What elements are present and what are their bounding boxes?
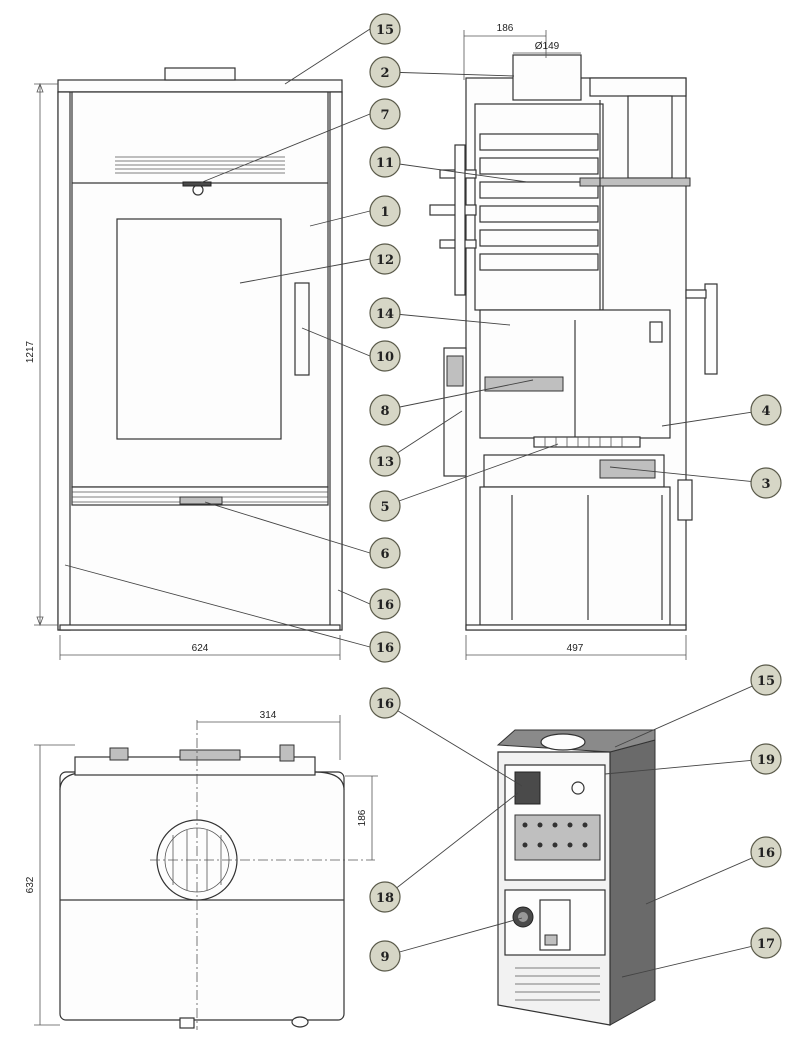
top-view: 314 186 632 xyxy=(25,710,378,1030)
svg-text:14: 14 xyxy=(376,307,394,322)
svg-text:4: 4 xyxy=(761,404,770,419)
grate xyxy=(533,436,641,448)
side-flue xyxy=(512,54,582,101)
callout-11: 11 xyxy=(369,146,401,178)
front-flue-stub xyxy=(164,67,236,81)
svg-text:7: 7 xyxy=(380,108,389,123)
callout-2: 2 xyxy=(369,56,401,88)
svg-text:13: 13 xyxy=(376,455,394,470)
callout-18: 18 xyxy=(369,881,401,913)
callout-10: 10 xyxy=(369,340,401,372)
front-top-cap xyxy=(57,79,343,93)
side-section-view: 497 186 Ø149 xyxy=(429,23,718,660)
dimension-top-offset-y: 186 xyxy=(357,809,368,826)
heat-exchanger-tubes xyxy=(479,133,599,271)
dimension-top-depth: 632 xyxy=(25,876,36,893)
front-view: 1217 624 xyxy=(25,67,343,660)
callout-16-rear: 16 xyxy=(369,687,401,719)
callout-16-front-right: 16 xyxy=(369,588,401,620)
svg-text:5: 5 xyxy=(380,500,389,515)
callout-17: 17 xyxy=(750,927,782,959)
dimension-height: 1217 xyxy=(25,340,36,363)
door-handle xyxy=(294,282,310,376)
front-side-right xyxy=(329,91,343,631)
callout-13: 13 xyxy=(369,445,401,477)
front-top-grill xyxy=(115,156,285,174)
baffle-plate xyxy=(484,376,564,392)
svg-text:8: 8 xyxy=(380,404,389,419)
svg-text:1: 1 xyxy=(380,205,389,220)
callout-14: 14 xyxy=(369,297,401,329)
svg-text:16: 16 xyxy=(757,846,775,861)
callout-16-rear-side: 16 xyxy=(750,836,782,868)
callout-8: 8 xyxy=(369,394,401,426)
svg-text:2: 2 xyxy=(380,66,389,81)
callout-15-rear: 15 xyxy=(750,664,782,696)
svg-text:15: 15 xyxy=(376,23,394,38)
leader-lines xyxy=(64,28,767,978)
svg-text:10: 10 xyxy=(376,350,394,365)
front-side-left xyxy=(57,91,71,631)
callout-5: 5 xyxy=(369,490,401,522)
back-handle xyxy=(704,283,718,375)
callout-3: 3 xyxy=(750,467,782,499)
dimension-depth: 497 xyxy=(567,643,584,654)
svg-text:9: 9 xyxy=(380,950,389,965)
svg-text:3: 3 xyxy=(761,477,770,492)
callout-1: 1 xyxy=(369,195,401,227)
svg-text:16: 16 xyxy=(376,641,394,656)
svg-text:16: 16 xyxy=(376,697,394,712)
front-base xyxy=(59,624,341,631)
svg-text:17: 17 xyxy=(757,937,775,952)
svg-text:11: 11 xyxy=(376,156,394,171)
front-glass xyxy=(116,218,282,440)
dimension-flue-diameter: Ø149 xyxy=(535,41,560,52)
dimension-flue-offset: 186 xyxy=(497,23,514,34)
svg-text:12: 12 xyxy=(376,253,394,268)
dimension-width: 624 xyxy=(192,643,209,654)
svg-text:19: 19 xyxy=(757,753,775,768)
callout-6: 6 xyxy=(369,537,401,569)
callout-4: 4 xyxy=(750,394,782,426)
rear-3d-view xyxy=(496,729,656,1026)
dimension-top-offset-x: 314 xyxy=(260,710,277,721)
callout-9: 9 xyxy=(369,940,401,972)
callouts: 15 7 1 12 10 6 16 16 2 11 14 8 13 5 4 3 … xyxy=(369,13,782,972)
front-lower-grill xyxy=(71,486,329,506)
svg-text:18: 18 xyxy=(376,891,394,906)
callout-7: 7 xyxy=(369,98,401,130)
callout-19: 19 xyxy=(750,743,782,775)
callout-16-front-left: 16 xyxy=(369,631,401,663)
svg-text:6: 6 xyxy=(380,547,389,562)
svg-text:16: 16 xyxy=(376,598,394,613)
rear-side-panel xyxy=(609,739,656,1026)
callout-12: 12 xyxy=(369,243,401,275)
callout-15-front: 15 xyxy=(369,13,401,45)
svg-text:15: 15 xyxy=(757,674,775,689)
